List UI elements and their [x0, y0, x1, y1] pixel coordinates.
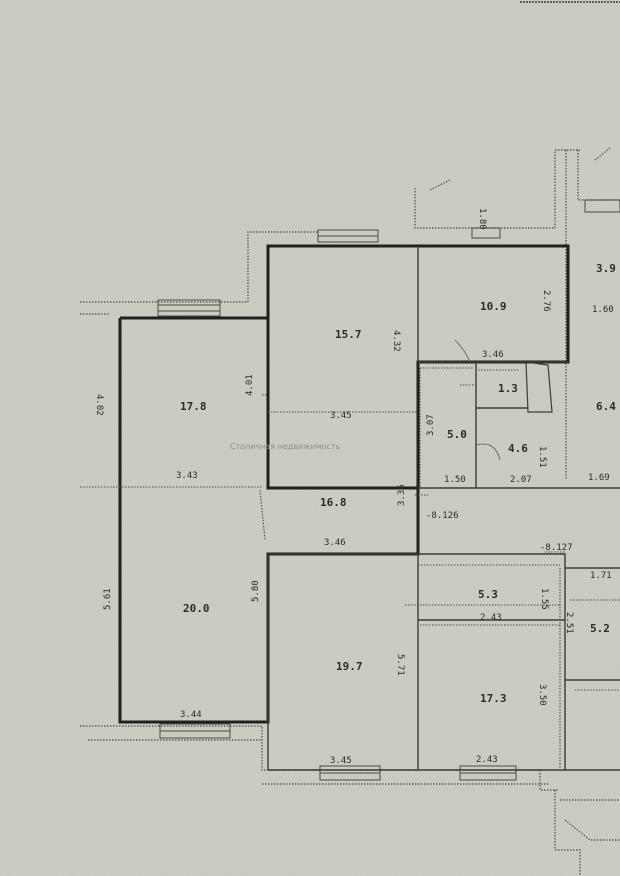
dim-small-2-height: 3.07: [426, 414, 436, 436]
watermark-text: Столичная недвижимость: [230, 442, 341, 451]
dim-far-right-3: 1.71: [590, 571, 612, 581]
area-left-upper: 17.8: [180, 400, 207, 413]
dim-mid-lower-right: 5.71: [395, 654, 405, 676]
marker-1: -8.126: [426, 511, 459, 521]
area-right-2: 17.3: [480, 692, 507, 705]
area-top-right: 10.9: [480, 300, 507, 313]
dim-far-right-4: 2.51: [564, 612, 574, 634]
dim-hall-width: 3.46: [324, 538, 346, 548]
dim-top-right-width: 3.46: [482, 350, 504, 360]
interior-walls: [267, 246, 620, 771]
area-small-2: 5.0: [447, 428, 467, 441]
dim-right-2-width: 2.43: [476, 755, 498, 765]
dim-top-right-height: 2.76: [541, 290, 551, 312]
boundary-dotted: [80, 367, 620, 768]
dim-right-1-height: 1.55: [539, 588, 549, 610]
area-left-lower: 20.0: [183, 602, 210, 615]
dim-small-3-height: 1.51: [537, 446, 547, 468]
area-far-right-2: 6.4: [596, 400, 616, 413]
dim-left-height: 4.02: [94, 394, 104, 416]
area-mid-lower: 19.7: [336, 660, 363, 673]
dim-left-bottom-width: 3.44: [180, 710, 202, 720]
area-small-1: 1.3: [498, 382, 518, 395]
area-far-right-3: 5.2: [590, 622, 610, 635]
area-far-right-1: 3.9: [596, 262, 616, 275]
marker-2: -8.127: [540, 543, 573, 553]
windows: [157, 199, 620, 781]
door-swings: [454, 339, 501, 461]
area-mid-upper: 15.7: [335, 328, 362, 341]
dim-far-right-1: 1.60: [592, 305, 614, 315]
dim-small-2-width: 1.50: [444, 475, 466, 485]
dim-top-corridor: 1.80: [477, 208, 487, 230]
dim-hall-height: 3.36: [397, 484, 407, 506]
dim-mid-upper-width: 3.45: [330, 411, 352, 421]
dim-left-lower-height: 5.61: [103, 588, 113, 610]
area-right-1: 5.3: [478, 588, 498, 601]
dim-right-1-width: 2.43: [480, 613, 502, 623]
dim-mid-left-height: 4.01: [245, 374, 255, 396]
dim-mid-lower-left: 5.80: [251, 580, 261, 602]
dim-mid-upper-height: 4.32: [391, 330, 401, 352]
plan-labels: 1.80 4.02 17.8 3.43 5.61 20.0 3.44 4.01 …: [94, 208, 616, 766]
dim-far-right-2: 1.69: [588, 473, 610, 483]
dim-left-mid-width: 3.43: [176, 471, 198, 481]
dim-small-3-width: 2.07: [510, 475, 532, 485]
area-small-3: 4.6: [508, 442, 528, 455]
dim-mid-bottom-width: 3.45: [330, 756, 352, 766]
dim-right-2-height: 3.50: [537, 684, 547, 706]
area-hall: 16.8: [320, 496, 347, 509]
